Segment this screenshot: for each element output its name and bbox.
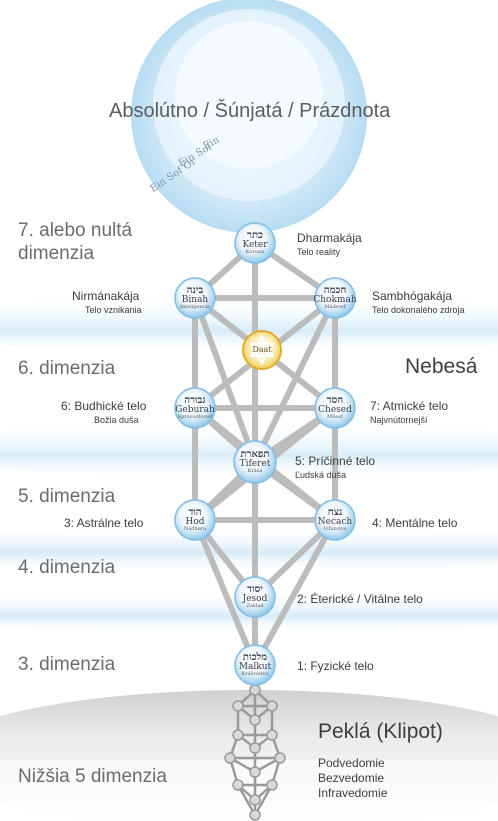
dimension-3: 3. dimenzia xyxy=(18,654,116,675)
body-tiferet-sub: Ľudská duša xyxy=(295,470,347,480)
jesod-text: יסוד Jesod Základ xyxy=(225,585,285,609)
keter-text: כתר Keter Koruna xyxy=(225,231,285,255)
hod-text: הוד Hod Nádhera xyxy=(165,508,225,532)
jesod-translation: Základ xyxy=(246,603,264,609)
band-5 xyxy=(0,524,498,572)
dimension-7-line2: dimenzia xyxy=(18,243,95,264)
keter-name: Keter xyxy=(242,240,268,250)
absolute-title: Absolútno / Šúnjatá / Prázdnota xyxy=(109,100,391,122)
jesod-name: Jesod xyxy=(242,594,268,604)
binah-text: בינה Binah Inteligencia xyxy=(165,286,225,310)
binah-translation: Inteligencia xyxy=(179,304,211,310)
chesed-name: Chesed xyxy=(318,405,352,415)
body-geburah-sub: Božia duša xyxy=(94,415,139,425)
body-binah-title: Nirmánakája xyxy=(72,289,140,303)
dimension-lower-5: Nižšia 5 dimenzia xyxy=(18,766,167,787)
malkut-translation: Kráľovstvo xyxy=(241,671,269,677)
necach-translation: Víťazstvo xyxy=(323,526,347,532)
geburah-text: גבורה Geburah Spravodlivosť xyxy=(165,396,225,420)
node-necach xyxy=(314,499,356,541)
dimension-7-line1: 7. alebo nultá xyxy=(18,220,133,241)
hell-list-item: Bezvedomie xyxy=(318,771,385,785)
node-chesed xyxy=(314,387,356,429)
chesed-translation: Milosť xyxy=(327,414,343,420)
dimension-5: 5. dimenzia xyxy=(18,486,116,507)
hod-translation: Nádhera xyxy=(183,526,207,532)
jesod-hebrew: יסוד xyxy=(247,584,263,595)
dimension-6: 6. dimenzia xyxy=(18,358,116,379)
body-necach: 4: Mentálne telo xyxy=(372,516,458,530)
chokmah-text: חכמה Chokmah Múdrosť xyxy=(305,286,365,310)
chokmah-name: Chokmah xyxy=(313,295,357,305)
hell-list-item: Infravedomie xyxy=(318,786,388,800)
chesed-hebrew: חסד xyxy=(326,395,344,406)
necach-name: Necach xyxy=(317,517,353,527)
binah-hebrew: בינה xyxy=(186,285,204,296)
node-tiferet xyxy=(233,440,277,484)
body-jesod: 2: Éterické / Vitálne telo xyxy=(297,592,423,606)
body-hod: 3: Astrálne telo xyxy=(64,516,144,530)
node-geburah xyxy=(174,387,216,429)
malkut-name: Malkut xyxy=(238,662,272,672)
geburah-name: Geburah xyxy=(175,405,215,415)
node-daat xyxy=(242,330,282,370)
node-hod xyxy=(174,499,216,541)
daat-name: Daat xyxy=(252,345,272,354)
node-chokmah xyxy=(314,277,356,319)
realm-hell: Peklá (Klipot) xyxy=(318,720,443,743)
hod-hebrew: הוד xyxy=(188,507,202,518)
geburah-translation: Spravodlivosť xyxy=(177,414,213,420)
node-binah xyxy=(174,277,216,319)
malkut-hebrew: מלכות xyxy=(242,652,268,663)
body-chokmah-sub: Telo dokonalého zdroja xyxy=(372,305,465,315)
aura-inner xyxy=(175,21,323,169)
tiferet-name: Tiferet xyxy=(239,459,271,469)
tiferet-text: תפארת Tiferet Krása xyxy=(225,450,285,474)
node-keter xyxy=(234,222,276,264)
body-chokmah-title: Sambhógakája xyxy=(372,289,453,303)
malkut-text: מלכות Malkut Kráľovstvo xyxy=(225,653,285,677)
necach-hebrew: נצח xyxy=(327,507,343,518)
hell-list-item: Podvedomie xyxy=(318,756,385,770)
tiferet-hebrew: תפארת xyxy=(240,449,270,460)
chokmah-hebrew: חכמה xyxy=(323,285,347,296)
chesed-text: חסד Chesed Milosť xyxy=(305,396,365,420)
keter-hebrew: כתר xyxy=(247,230,263,241)
dimension-4: 4. dimenzia xyxy=(18,557,116,578)
body-keter-title: Dharmakája xyxy=(297,231,362,245)
keter-translation: Koruna xyxy=(245,249,265,255)
necach-text: נצח Necach Víťazstvo xyxy=(305,508,365,532)
body-keter-sub: Telo reality xyxy=(297,247,341,257)
body-chesed-title: 7: Atmické telo xyxy=(370,399,449,413)
node-jesod xyxy=(234,576,276,618)
hod-name: Hod xyxy=(185,517,205,527)
daat-text: Daat xyxy=(232,346,292,354)
realm-heaven: Nebesá xyxy=(405,355,478,378)
geburah-hebrew: גבורה xyxy=(184,395,206,406)
body-tiferet-title: 5: Príčinné telo xyxy=(295,454,376,468)
body-chesed-sub: Najvnútornejší xyxy=(370,415,428,425)
sefirot-spheres xyxy=(174,222,356,686)
node-malkut xyxy=(234,644,276,686)
band-7 xyxy=(0,295,498,355)
star-of-david-icon xyxy=(249,334,275,366)
body-malkut: 1: Fyzické telo xyxy=(297,659,374,673)
body-geburah-title: 6: Budhické telo xyxy=(61,399,147,413)
chokmah-translation: Múdrosť xyxy=(324,304,346,310)
tiferet-translation: Krása xyxy=(247,468,263,474)
binah-name: Binah xyxy=(181,295,209,305)
body-binah-sub: Telo vznikania xyxy=(85,305,142,315)
klipot-nodes xyxy=(224,684,286,821)
